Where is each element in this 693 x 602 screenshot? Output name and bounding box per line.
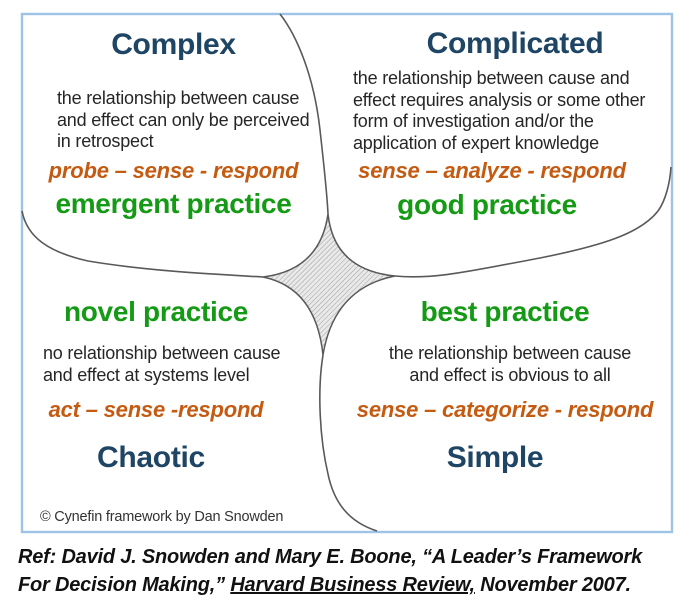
desc-line: in retrospect: [57, 131, 154, 151]
desc-line: effect requires analysis or some other: [353, 89, 646, 110]
quadrant-desc-complex: the relationship between cause and effec…: [57, 88, 310, 153]
quadrant-desc-simple: the relationship between cause and effec…: [370, 343, 650, 386]
desc-line: and effect is obvious to all: [409, 364, 611, 385]
quadrant-title-simple: Simple: [446, 441, 544, 474]
quadrant-action-simple: sense – categorize - respond: [356, 397, 654, 422]
quadrant-title-complicated: Complicated: [426, 27, 604, 60]
center-disorder-star: [262, 213, 396, 356]
desc-line: the relationship between cause and: [353, 68, 630, 88]
quadrant-practice-complex: emergent practice: [55, 188, 292, 219]
desc-line: and effect at systems level: [43, 364, 250, 385]
quadrant-title-complex: Complex: [111, 28, 236, 61]
quadrant-desc-complicated: the relationship between cause and effec…: [353, 68, 645, 154]
quadrant-action-complicated: sense – analyze - respond: [358, 158, 626, 183]
divider-right: [394, 166, 672, 278]
citation-line1: Ref: David J. Snowden and Mary E. Boone,…: [18, 546, 643, 568]
quadrant-practice-simple: best practice: [420, 296, 590, 327]
desc-line: the relationship between cause: [57, 88, 300, 108]
divider-top: [279, 13, 329, 215]
desc-line: the relationship between cause: [388, 343, 632, 363]
citation-line2-post: November 2007.: [474, 574, 631, 596]
quadrant-practice-chaotic: novel practice: [63, 296, 249, 327]
quadrant-action-chaotic: act – sense -respond: [48, 397, 264, 422]
desc-line: no relationship between cause: [43, 343, 281, 363]
desc-line: and effect can only be perceived: [57, 109, 310, 130]
citation-journal-underlined: Harvard Business Review,: [230, 574, 475, 596]
reference-citation: Ref: David J. Snowden and Mary E. Boone,…: [18, 543, 686, 599]
desc-line: form of investigation and/or the: [353, 111, 594, 131]
quadrant-desc-chaotic: no relationship between cause and effect…: [43, 343, 281, 386]
divider-bottom: [319, 354, 378, 532]
citation-line2-pre: For Decision Making,”: [18, 574, 231, 596]
copyright-note: © Cynefin framework by Dan Snowden: [40, 509, 284, 525]
divider-left: [21, 210, 264, 278]
quadrant-action-complex: probe – sense - respond: [48, 158, 299, 183]
desc-line: application of expert knowledge: [353, 132, 599, 153]
quadrant-practice-complicated: good practice: [397, 189, 577, 220]
quadrant-title-chaotic: Chaotic: [97, 441, 205, 474]
citation-line2: For Decision Making,” Harvard Business R…: [18, 571, 686, 599]
